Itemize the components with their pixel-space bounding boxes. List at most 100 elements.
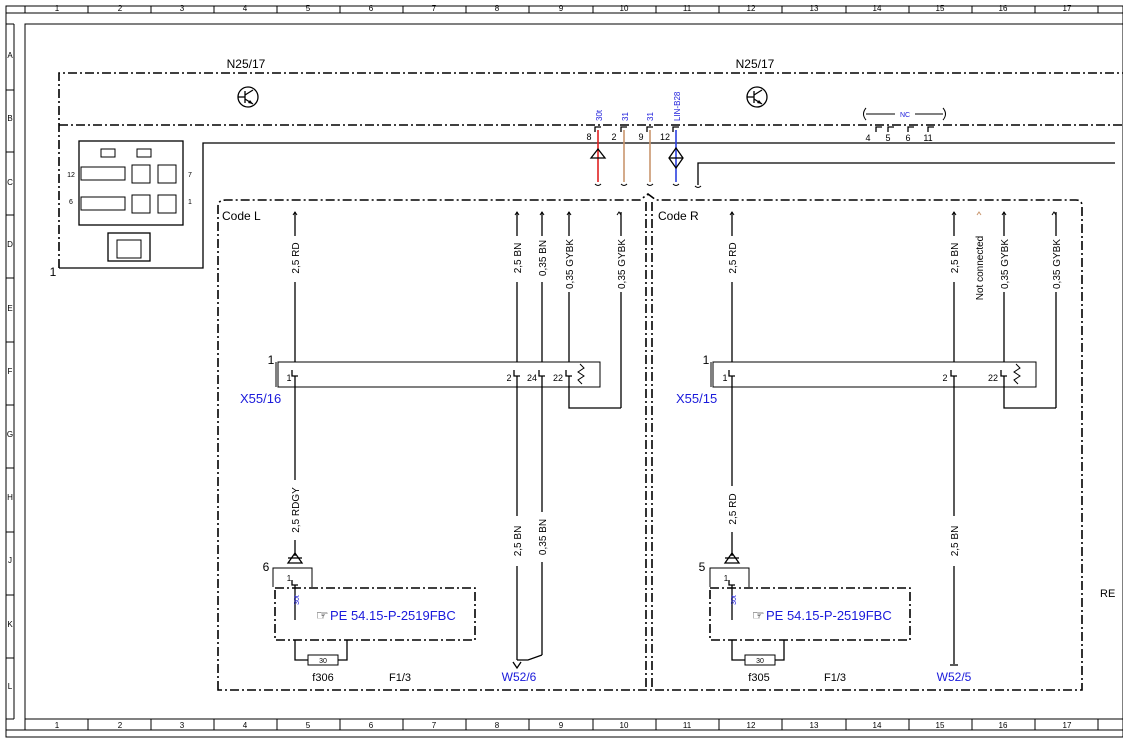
- fuse-box: F1/3: [389, 672, 411, 684]
- fuse-name: f305: [748, 672, 769, 684]
- connector-pin: 2: [942, 373, 947, 383]
- transistor-icon: [237, 86, 259, 108]
- col-label-top: 4: [243, 4, 248, 13]
- row-label: B: [7, 114, 12, 123]
- code-label-left: Code L: [222, 209, 261, 223]
- nc-pin: 4: [865, 133, 870, 143]
- row-label: L: [8, 682, 13, 691]
- pin-number: 12: [660, 132, 670, 142]
- row-label: H: [7, 493, 13, 502]
- connector-name: X55/16: [240, 391, 281, 406]
- connector-pin: 1: [286, 373, 291, 383]
- connector-pin: 24: [527, 373, 537, 383]
- row-label: C: [7, 178, 13, 187]
- column-labels-bottom: 1 2 3 4 5 6 7 8 9 10 11 12 13 14 15 16 1…: [55, 721, 1072, 730]
- wire-label: 2,5 RD: [291, 242, 302, 273]
- pin-wire: [594, 126, 602, 186]
- col-label-top: 17: [1063, 4, 1072, 13]
- transistor-icon: [746, 86, 768, 108]
- reference-link[interactable]: PE 54.15-P-2519FBC: [330, 608, 456, 623]
- col-label-top: 5: [306, 4, 311, 13]
- pin-wire: [620, 126, 628, 186]
- connector-name: X55/15: [676, 391, 717, 406]
- ground-label: W52/5: [937, 670, 972, 684]
- pin-signal: 31: [646, 112, 655, 121]
- row-label: J: [8, 556, 12, 565]
- component-name-left: N25/17: [227, 57, 266, 71]
- col-label-bottom: 7: [432, 721, 437, 730]
- pin-signal: 31: [621, 112, 630, 121]
- row-label: K: [7, 620, 13, 629]
- row-labels: A B C D E F G H J K L: [7, 51, 13, 691]
- wire-label: 2,5 BN: [950, 243, 961, 274]
- nc-group: NC 4 5 6 11: [863, 107, 946, 143]
- nc-pin: 6: [905, 133, 910, 143]
- row-label: D: [7, 240, 13, 249]
- wire-label: 0,35 GYBK: [617, 239, 628, 289]
- drawing-frame: [5, 5, 1123, 738]
- connector-pin: 1: [722, 373, 727, 383]
- col-label-top: 8: [495, 4, 500, 13]
- ground-label: W52/6: [502, 670, 537, 684]
- wire-label: 2,5 BN: [513, 526, 524, 557]
- col-label-bottom: 12: [747, 721, 756, 730]
- connector-pin: 22: [553, 373, 563, 383]
- col-label-bottom: 17: [1063, 721, 1072, 730]
- fuse-name: f306: [312, 672, 333, 684]
- pin-wire: [672, 126, 680, 186]
- col-label-bottom: 15: [936, 721, 945, 730]
- wire-label: 2,5 BN: [950, 526, 961, 557]
- col-label-top: 15: [936, 4, 945, 13]
- pin-signal: LIN-B28: [673, 91, 682, 121]
- pin-number: 8: [586, 132, 591, 142]
- wire-label: 2,5 RD: [728, 242, 739, 273]
- row-label: A: [7, 51, 13, 60]
- fuse-block-ref: 5: [699, 560, 706, 574]
- col-label-top: 13: [810, 4, 819, 13]
- pin-signal: 30t: [595, 109, 604, 121]
- fuse-pin: 1: [724, 574, 729, 583]
- col-label-bottom: 16: [999, 721, 1008, 730]
- col-label-bottom: 8: [495, 721, 500, 730]
- hand-pointer-icon: ☞: [752, 607, 765, 623]
- fuse-signal: 30t: [294, 595, 301, 605]
- col-label-bottom: 4: [243, 721, 248, 730]
- col-label-bottom: 10: [620, 721, 629, 730]
- wire-label: 0,35 BN: [538, 519, 549, 555]
- pin-wire: [646, 126, 654, 186]
- connector-pin-label: 7: [188, 172, 192, 179]
- col-label-top: 9: [559, 4, 564, 13]
- row-label: E: [7, 304, 12, 313]
- connector-face-icon: 12 7 6 1: [67, 140, 192, 262]
- col-label-top: 16: [999, 4, 1008, 13]
- fuse-block-ref: 6: [263, 560, 270, 574]
- wire-label: 0,35 GYBK: [1052, 239, 1063, 289]
- connector-pin: 22: [988, 373, 998, 383]
- wire-label: 0,35 GYBK: [1000, 239, 1011, 289]
- fuse-value: 30: [756, 658, 764, 665]
- col-label-top: 10: [620, 4, 629, 13]
- fuse-signal: 30t: [731, 595, 738, 605]
- col-label-top: 1: [55, 4, 60, 13]
- fuse-value: 30: [319, 658, 327, 665]
- col-label-top: 2: [118, 4, 123, 13]
- col-label-bottom: 5: [306, 721, 311, 730]
- reference-link[interactable]: PE 54.15-P-2519FBC: [766, 608, 892, 623]
- col-label-top: 11: [683, 4, 692, 13]
- col-label-top: 12: [747, 4, 756, 13]
- right-section: 2,5 RD 2,5 BN Not connected 0,35 GYBK 0,…: [676, 211, 1063, 684]
- column-labels-top: 1 2 3 4 5 6 7 8 9 10 11 12 13 14 15 16 1…: [55, 4, 1072, 13]
- wire-label: Not connected: [975, 236, 986, 301]
- col-label-bottom: 1: [55, 721, 60, 730]
- edge-text: RE: [1100, 588, 1115, 600]
- connector-pin-label: 12: [67, 172, 75, 179]
- wire-label: 2,5 RDGY: [291, 487, 302, 533]
- connector-pin: 2: [506, 373, 511, 383]
- left-section: 2,5 RD 2,5 BN 0,35 BN 0,35 GYBK 0,35 GYB…: [240, 211, 628, 684]
- connector-arrow-icon: [589, 147, 607, 159]
- col-label-bottom: 9: [559, 721, 564, 730]
- pin-number: 9: [638, 132, 643, 142]
- connector-ref: 1: [50, 265, 57, 279]
- col-label-bottom: 3: [180, 721, 185, 730]
